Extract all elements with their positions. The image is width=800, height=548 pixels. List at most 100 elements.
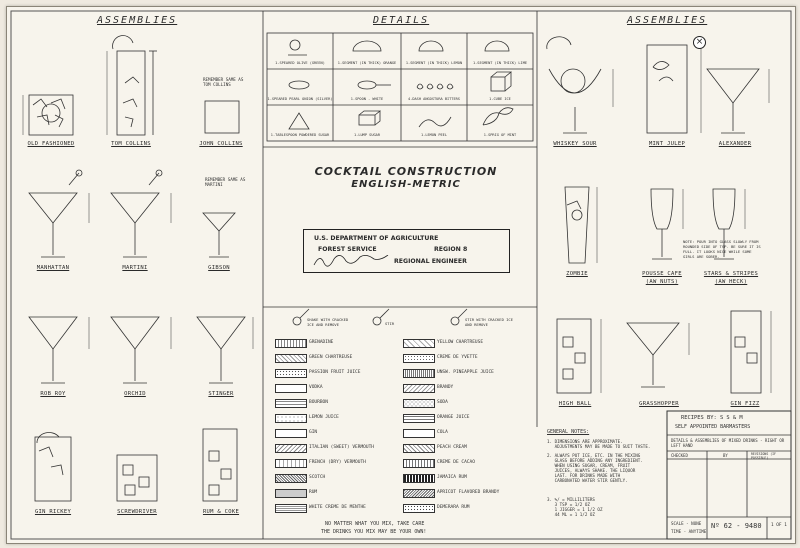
detail-label: 1-SPEARED OLIVE (GREEN) — [275, 61, 325, 65]
legend-label: LEMON JUICE — [309, 415, 339, 420]
legend-label: CREME DE YVETTE — [437, 355, 478, 360]
legend-label: GIN — [309, 430, 318, 435]
caption-manhattan: MANHATTAN — [36, 265, 70, 271]
caption-old-fashioned: OLD FASHIONED — [27, 141, 75, 147]
legend-swatch — [275, 504, 307, 513]
note-3: 3. %/ = MILLILITERS 3 TSP = 1/2 OZ 1 JIG… — [547, 497, 603, 517]
caption-grasshopper: GRASSHOPPER — [639, 401, 679, 407]
legend-label: VODKA — [309, 385, 323, 390]
caption-gin-rickey: GIN RICKEY — [34, 509, 72, 515]
legend-label: PASSION FRUIT JUICE — [309, 370, 361, 375]
agency-line-1: U.S. DEPARTMENT OF AGRICULTURE — [314, 235, 439, 242]
legend-swatch — [403, 489, 435, 498]
legend-swatch — [403, 504, 435, 513]
legend-label: CREME DE CACAO — [437, 460, 475, 465]
legend-label: JAMAICA RUM — [437, 475, 467, 480]
header-assemblies-left: ASSEMBLIES — [97, 15, 178, 26]
detail-label: 1-LUMP SUGAR — [354, 133, 380, 137]
caption-rum-coke: RUM & COKE — [202, 509, 240, 515]
legend-label: SCOTCH — [309, 475, 326, 480]
legend-swatch — [403, 369, 435, 378]
agency-line-3: REGIONAL ENGINEER — [394, 258, 467, 265]
legend-swatch — [275, 399, 307, 408]
drawing-title: COCKTAIL CONSTRUCTION — [314, 165, 498, 178]
legend-label: APRICOT FLAVORED BRANDY — [437, 490, 500, 495]
detail-label: 1-SPEARED PEARL ONION (SILVER) — [267, 97, 333, 101]
caption-john-collins: JOHN COLLINS — [199, 141, 243, 147]
legend-swatch — [275, 354, 307, 363]
legend-swatch — [403, 399, 435, 408]
caption-gin-fizz: GIN FIZZ — [730, 401, 760, 407]
legend-swatch — [403, 414, 435, 423]
legend-swatch — [403, 444, 435, 453]
tb-scale: SCALE - NONE — [671, 521, 702, 526]
legend-label: COLA — [437, 430, 448, 435]
legend-swatch — [275, 369, 307, 378]
legend-label: FRENCH (DRY) VERMOUTH — [309, 460, 366, 465]
caption-alexander: ALEXANDER — [718, 141, 752, 147]
legend-label: DEMERARA RUM — [437, 505, 470, 510]
caption-stars-stripes-sub: (AW HECK) — [714, 279, 748, 285]
detail-label: 1-SPOON - WHITE — [350, 97, 384, 101]
legend-swatch — [275, 339, 307, 348]
header-assemblies-right: ASSEMBLIES — [627, 15, 708, 26]
close-icon[interactable]: × — [693, 36, 706, 49]
drawing-lines — [10, 10, 792, 540]
legend-swatch — [275, 384, 307, 393]
detail-label: 1-LEMON PEEL — [421, 133, 447, 137]
legend-swatch — [275, 489, 307, 498]
detail-label: 4-DASH ANGOSTURA BITTERS — [408, 97, 460, 101]
caption-whiskey-sour: WHISKEY SOUR — [553, 141, 597, 147]
caption-tom-collins: TOM COLLINS — [111, 141, 151, 147]
signature — [313, 255, 389, 267]
legend-label: GREEN CHARTREUSE — [309, 355, 353, 360]
legend-swatch — [275, 414, 307, 423]
drawing-sheet: ASSEMBLIES DETAILS ASSEMBLIES × 1-SPEARE… — [6, 6, 796, 544]
caption-stinger: STINGER — [208, 391, 234, 397]
footer-line-2: THE DRINKS YOU MIX MAY BE YOUR OWN! — [321, 529, 427, 535]
caption-orchid: ORCHID — [124, 391, 146, 397]
detail-label: 1-CUBE ICE — [489, 97, 511, 101]
tb-checked: CHECKED — [671, 453, 688, 458]
note-2: 2. ALWAYS PUT ICE, ETC. IN THE MIXING GL… — [547, 453, 643, 483]
legend-label: ORANGE JUICE — [437, 415, 470, 420]
footer-line-1: NO MATTER WHAT YOU MIX, TAKE CARE — [325, 521, 425, 527]
john-collins-note: REMEMBER SAME AS TOM COLLINS — [203, 77, 244, 87]
tb-revisions: REVISIONS (IF POSSIBLE) — [751, 452, 776, 460]
detail-label: 1-SEGMENT (IN THICK) LIME — [472, 61, 528, 65]
caption-mint-julep: MINT JULEP — [648, 141, 686, 147]
legend-symbol-stir-ice: STIR WITH CRACKED ICE AND REMOVE — [465, 317, 514, 327]
legend-label: RUM — [309, 490, 318, 495]
caption-zombie: ZOMBIE — [566, 271, 588, 277]
header-details: DETAILS — [373, 15, 430, 26]
detail-label: 1-SPRIG OF MINT — [483, 133, 517, 137]
legend-symbol-stir: STIR — [385, 321, 395, 326]
note-1: 1. DIMENSIONS ARE APPROXIMATE. ADJUSTMEN… — [547, 439, 651, 449]
legend-label: ITALIAN (SWEET) VERMOUTH — [309, 445, 375, 450]
caption-rob-roy: ROB ROY — [40, 391, 66, 397]
tb-recipes: RECIPES BY: S S & M — [681, 415, 743, 421]
legend-swatch — [403, 384, 435, 393]
legend-swatch — [403, 459, 435, 468]
caption-martini: MARTINI — [122, 265, 148, 271]
legend-swatch — [403, 474, 435, 483]
legend-label: PEACH CREAM — [437, 445, 467, 450]
legend-label: BOURBON — [309, 400, 328, 405]
agency-line-2a: FOREST SERVICE — [318, 246, 377, 253]
caption-stars-stripes: STARS & STRIPES — [703, 271, 759, 277]
legend-label: UNSW. PINEAPPLE JUICE — [437, 370, 494, 375]
detail-label: 1-SEGMENT (IN THICK) ORANGE — [337, 61, 397, 65]
gibson-note: REMEMBER SAME AS MARTINI — [205, 177, 246, 187]
legend-label: WHITE CREME DE MENTHE — [309, 505, 366, 510]
legend-swatch — [275, 459, 307, 468]
legend-label: SODA — [437, 400, 448, 405]
legend-label: GRENADINE — [309, 340, 334, 345]
legend-swatch — [275, 474, 307, 483]
drawing-subtitle: ENGLISH-METRIC — [351, 179, 461, 190]
agency-box: U.S. DEPARTMENT OF AGRICULTURE FOREST SE… — [303, 229, 510, 273]
legend-swatch — [403, 354, 435, 363]
legend-label: BRANDY — [437, 385, 454, 390]
detail-label: 1-SEGMENT (IN THICK) LEMON — [405, 61, 463, 65]
caption-pousse-cafe-sub: (AW NUTS) — [645, 279, 679, 285]
agency-line-2b: REGION 8 — [434, 246, 468, 253]
